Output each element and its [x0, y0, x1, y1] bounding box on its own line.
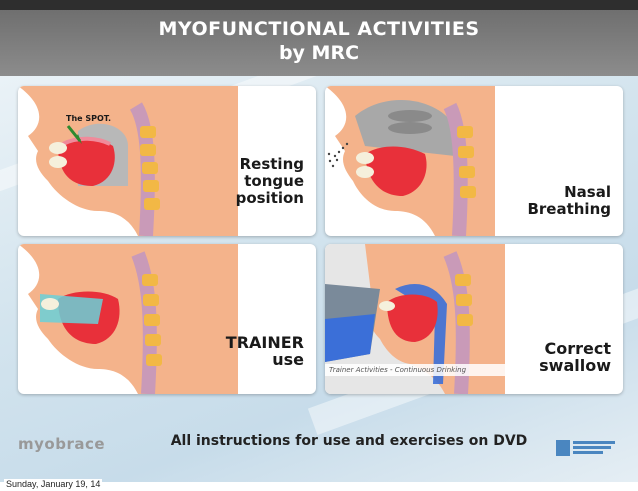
label-line: use	[226, 351, 304, 368]
slide-body: The SPOT. Resting tongue position	[0, 76, 638, 482]
slide-title-line1: MYOFUNCTIONAL ACTIVITIES	[0, 18, 638, 40]
label-line: Nasal	[527, 184, 611, 201]
label-line: Correct	[539, 340, 611, 357]
annotation-the-spot: The SPOT.	[66, 114, 111, 123]
head-illustration	[18, 244, 316, 394]
label-line: tongue	[236, 173, 304, 190]
panel-label: TRAINER use	[226, 334, 304, 368]
panel-correct-swallow: Trainer Activities - Continuous Drinking…	[325, 244, 623, 394]
mrc-logo	[556, 438, 616, 460]
dvd-caption: All instructions for use and exercises o…	[0, 433, 638, 449]
video-caption-bar: Trainer Activities - Continuous Drinking	[325, 364, 507, 376]
panel-label: Correct swallow	[539, 340, 611, 374]
slide-header: MYOFUNCTIONAL ACTIVITIES by MRC	[0, 10, 638, 76]
label-line: Breathing	[527, 201, 611, 218]
label-line: TRAINER	[226, 334, 304, 351]
slide-title-line2: by MRC	[0, 42, 638, 64]
panel-label: Resting tongue position	[236, 156, 304, 207]
top-strip	[0, 0, 638, 10]
label-line: Resting	[236, 156, 304, 173]
panel-nasal-breathing: Nasal Breathing	[325, 86, 623, 236]
panel-trainer-use: TRAINER use	[18, 244, 316, 394]
label-line: swallow	[539, 357, 611, 374]
footer-date: Sunday, January 19, 14	[4, 479, 102, 489]
panel-label: Nasal Breathing	[527, 184, 611, 218]
panel-resting-tongue: The SPOT. Resting tongue position	[18, 86, 316, 236]
label-line: position	[236, 190, 304, 207]
